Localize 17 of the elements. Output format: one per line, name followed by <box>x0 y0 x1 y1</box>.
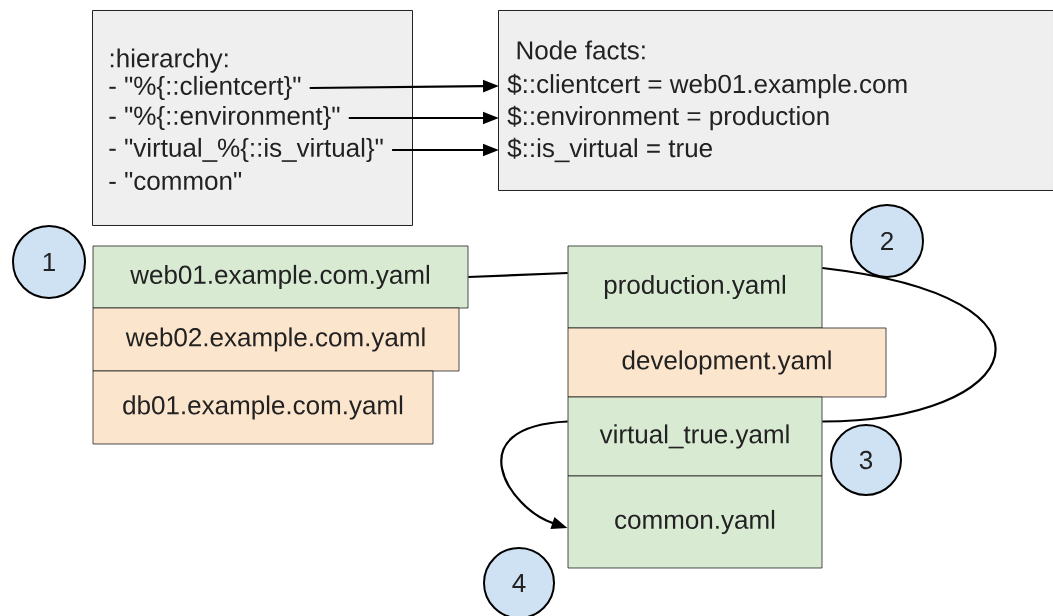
yaml-file-box: db01.example.com.yaml <box>92 370 434 445</box>
code-line: - "%{::clientcert}" <box>109 75 301 101</box>
connector-line <box>822 266 996 423</box>
yaml-file-box: web02.example.com.yaml <box>92 307 460 372</box>
code-line: - "%{::environment}" <box>109 105 340 131</box>
yaml-file-box: development.yaml <box>567 327 887 398</box>
fact-line: $::clientcert = web01.example.com <box>507 73 907 99</box>
yaml-file-box: virtual_true.yaml <box>567 396 823 477</box>
code-line: - "virtual_%{::is_virtual}" <box>109 137 383 163</box>
fact-line: $::environment = production <box>507 105 829 131</box>
fact-line: $::is_virtual = true <box>507 137 712 163</box>
yaml-file-box: production.yaml <box>567 245 823 329</box>
yaml-file-box: common.yaml <box>567 475 823 569</box>
yaml-file-box: web01.example.com.yaml <box>92 245 469 309</box>
code-line: - "common" <box>109 171 242 191</box>
connector-line <box>468 271 568 279</box>
arrow <box>500 420 568 529</box>
